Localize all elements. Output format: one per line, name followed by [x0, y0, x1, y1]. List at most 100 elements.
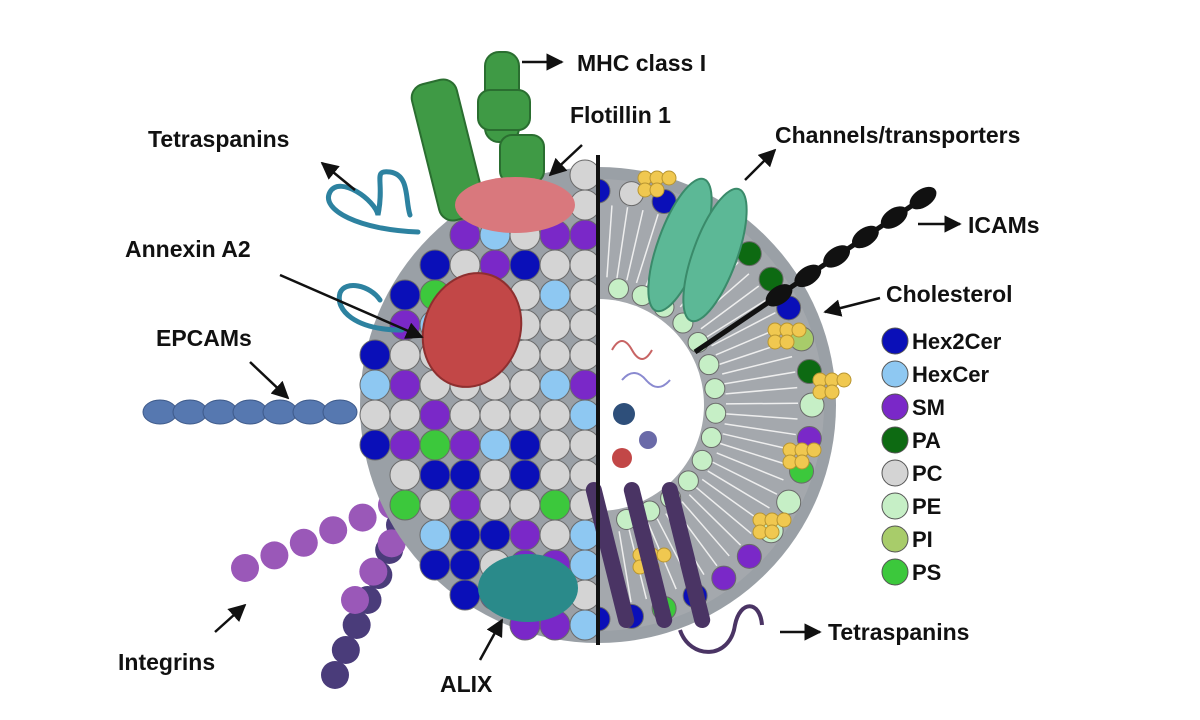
lipid-bead [449, 579, 481, 611]
lipid-tail [688, 494, 742, 546]
lipid-bead [449, 459, 481, 491]
lipid-bead [569, 279, 598, 311]
lipid-tail [606, 205, 613, 278]
icam-domain [909, 186, 937, 210]
integrin-domain [321, 661, 349, 689]
vesicle [359, 159, 852, 643]
lipid-bead [359, 429, 391, 461]
lipid-bead [479, 429, 511, 461]
lipid-bead [539, 519, 571, 551]
lipid-tail [701, 478, 762, 522]
epcam-domain [232, 399, 268, 425]
lipid-bead [419, 399, 451, 431]
cholesterol-molecule [794, 454, 810, 470]
lipid-bead [449, 429, 481, 461]
lipid-bead [389, 339, 421, 371]
icams-protein [693, 186, 937, 355]
legend-swatch [881, 426, 909, 454]
lipid-tail [706, 298, 769, 338]
lipid-bead [419, 519, 451, 551]
outer-leaflet-head [776, 489, 802, 515]
inner-leaflet-head [705, 402, 727, 424]
icam-domain [794, 264, 822, 288]
lipid-bead [479, 399, 511, 431]
lipid-tail [712, 461, 778, 495]
integrin-domain [342, 611, 371, 639]
legend-swatch [881, 327, 909, 355]
inner-leaflet-head [607, 278, 629, 300]
cholesterol-molecule [661, 170, 677, 186]
integrin-domain [359, 557, 388, 586]
lipid-tail [716, 452, 784, 481]
lipid-bead [419, 459, 451, 491]
label-integrins: Integrins [118, 649, 215, 675]
lipid-tail [707, 470, 770, 509]
lipid-bead [539, 489, 571, 521]
lipid-bead [389, 489, 421, 521]
cholesterol-molecule [649, 182, 665, 198]
lipid-bead [539, 309, 571, 341]
legend-label: Hex2Cer [912, 329, 1002, 354]
cholesterol-molecule [806, 442, 822, 458]
cholesterol-molecule [776, 512, 792, 528]
inner-leaflet-head [704, 378, 726, 400]
lipid-bead [569, 339, 598, 371]
legend-label: PE [912, 494, 941, 519]
legend-swatch [881, 459, 909, 487]
integrin-domain [289, 528, 318, 557]
label-cholesterol: Cholesterol [886, 281, 1013, 307]
lipid-bead [539, 339, 571, 371]
lipid-bead [419, 549, 451, 581]
flotillin-1-protein [455, 177, 575, 233]
integrin-domain [348, 503, 377, 532]
lipid-bead [509, 519, 541, 551]
mhc-class-i-protein [410, 51, 545, 222]
lipid-bead [449, 489, 481, 521]
lipid-bead [389, 369, 421, 401]
lipid-bead [569, 309, 598, 341]
icam-domain [851, 225, 879, 249]
cholesterol-molecule [836, 372, 852, 388]
lipid-bead [539, 399, 571, 431]
epcam-domain [322, 399, 358, 425]
lipid-bead [569, 159, 598, 191]
integrin-domain [319, 516, 348, 545]
lipid-bead [359, 339, 391, 371]
lipid-tail [724, 423, 796, 436]
lipid-bead [389, 279, 421, 311]
epcam-domain [142, 399, 178, 425]
lipid-tail [722, 355, 793, 375]
lipid-bead [479, 459, 511, 491]
integrin-domain [231, 554, 259, 582]
cargo-protein [612, 448, 632, 468]
outer-leaflet-head [736, 543, 762, 569]
lipid-bead [359, 399, 391, 431]
cholesterol-molecule [779, 334, 795, 350]
lipid-tail [725, 402, 798, 405]
lipid-tail [719, 442, 789, 466]
lipid-tail [635, 214, 659, 284]
legend-label: SM [912, 395, 945, 420]
epcam-domain [202, 399, 238, 425]
lipid-tail [616, 207, 629, 279]
lipid-tail [626, 209, 644, 281]
lipid-bead [449, 549, 481, 581]
outer-leaflet-head [711, 565, 737, 591]
lipid-tail [681, 501, 730, 557]
cholesterol-molecule [791, 322, 807, 338]
cargo-protein [639, 431, 657, 449]
lipid-bead [569, 429, 598, 461]
epcam-chain [142, 399, 358, 425]
lipid-bead [509, 399, 541, 431]
label-annexin-a2: Annexin A2 [125, 236, 251, 262]
lipid-bead [569, 369, 598, 401]
integrin-domain [377, 529, 406, 558]
lipid-bead [569, 549, 598, 581]
annotation-arrows [214, 53, 962, 661]
integrin-domain [260, 541, 289, 570]
icam-domain [880, 206, 908, 229]
lipid-tail [722, 433, 794, 451]
lipid-bead [509, 489, 541, 521]
